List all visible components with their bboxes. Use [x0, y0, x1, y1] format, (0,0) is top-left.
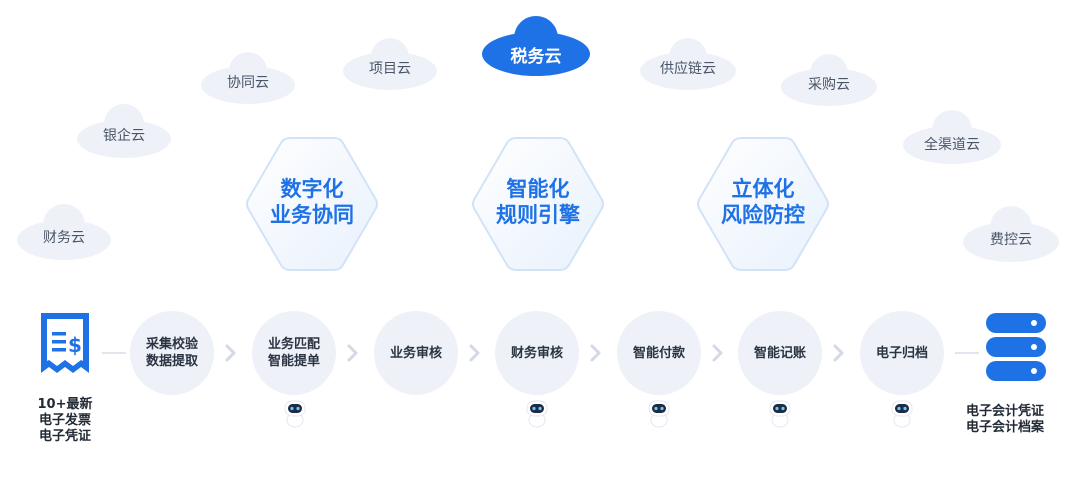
step-label-line1: 业务审核 [389, 345, 442, 361]
cloud-shape [17, 204, 111, 260]
cloud-label: 供应链云 [660, 61, 716, 77]
step-label-line1: 电子归档 [875, 345, 928, 361]
cloud-shape [640, 38, 736, 90]
step-label-line1: 财务审核 [510, 345, 563, 361]
step-label-line1: 业务匹配 [267, 337, 320, 352]
input-label-line3: 电子凭证 [38, 429, 91, 444]
cloud-label: 协同云 [227, 75, 269, 91]
cloud-shape [903, 110, 1001, 164]
cloud-label: 全渠道云 [924, 137, 980, 153]
cloud-feikong: 费控云 [963, 202, 1059, 262]
cloud-shape [77, 104, 171, 158]
cloud-shape [343, 38, 437, 90]
cloud-label: 财务云 [43, 230, 85, 246]
hex-risk-control: 立体化 风险防控 [693, 134, 833, 274]
step-label-line1: 智能记账 [753, 345, 806, 361]
robot-icon [648, 400, 670, 428]
input-label-line1: 10+最新 [37, 397, 93, 412]
robot-icon [284, 400, 306, 428]
chevron-right-icon [469, 344, 480, 362]
cloud-shape [781, 54, 877, 106]
step-smart-bookkeeping: 智能记账 [738, 311, 822, 395]
cloud-shape [201, 52, 295, 104]
hexagon-shape [472, 137, 604, 271]
receipt-icon: $ [41, 313, 89, 373]
input-label: 10+最新 电子发票 电子凭证 [24, 397, 106, 445]
cloud-label: 项目云 [369, 61, 411, 77]
cloud-shape [482, 16, 590, 76]
hex-title-line1: 立体化 [731, 177, 795, 201]
chevron-right-icon [225, 344, 236, 362]
cloud-yinqi: 银企云 [77, 100, 171, 158]
cloud-gongying: 供应链云 [640, 34, 736, 90]
cloud-quanqudao: 全渠道云 [903, 106, 1001, 164]
chevron-right-icon [712, 344, 723, 362]
robot-icon [526, 400, 548, 428]
hex-digital-collaboration: 数字化 业务协同 [242, 134, 382, 274]
hex-title-line2: 风险防控 [721, 203, 805, 227]
cloud-shape [963, 206, 1059, 262]
input-label-line2: 电子发票 [38, 413, 91, 428]
step-business-match: 业务匹配智能提单 [252, 311, 336, 395]
step-label-line2: 数据提取 [145, 354, 198, 369]
step-business-review: 业务审核 [374, 311, 458, 395]
output-label-line2: 电子会计档案 [965, 420, 1044, 435]
output-label: 电子会计凭证 电子会计档案 [950, 404, 1060, 436]
cloud-label: 费控云 [990, 232, 1032, 248]
step-label-line2: 智能提单 [267, 354, 320, 369]
cloud-label: 采购云 [808, 77, 850, 93]
cloud-label: 税务云 [510, 47, 562, 67]
hex-title-line2: 规则引擎 [496, 203, 580, 227]
hex-title-line2: 业务协同 [270, 203, 354, 227]
hex-title-line1: 数字化 [280, 177, 344, 201]
robot-icon [769, 400, 791, 428]
cloud-xietong: 协同云 [201, 48, 295, 104]
robot-icon [891, 400, 913, 428]
cloud-label: 银企云 [103, 128, 145, 144]
step-finance-review: 财务审核 [495, 311, 579, 395]
svg-text:$: $ [68, 333, 82, 357]
step-electronic-archive: 电子归档 [860, 311, 944, 395]
output-label-line1: 电子会计凭证 [965, 404, 1044, 419]
step-label-line1: 采集校验 [145, 337, 198, 352]
chevron-right-icon [833, 344, 844, 362]
step-collect-verify: 采集校验数据提取 [130, 311, 214, 395]
hexagon-shape [697, 137, 829, 271]
cloud-caiwu: 财务云 [17, 200, 111, 260]
cloud-shuiwu: 税务云 [482, 10, 590, 76]
database-icon [986, 313, 1046, 381]
step-smart-payment: 智能付款 [617, 311, 701, 395]
connector-line-left [102, 352, 126, 354]
chevron-right-icon [590, 344, 601, 362]
cloud-xiangmu: 项目云 [343, 34, 437, 90]
hex-title-line1: 智能化 [506, 177, 570, 201]
hex-intelligent-rules: 智能化 规则引擎 [468, 134, 608, 274]
connector-line-right [955, 352, 979, 354]
hexagon-shape [246, 137, 378, 271]
chevron-right-icon [347, 344, 358, 362]
cloud-caigou: 采购云 [781, 50, 877, 106]
step-label-line1: 智能付款 [632, 345, 685, 361]
